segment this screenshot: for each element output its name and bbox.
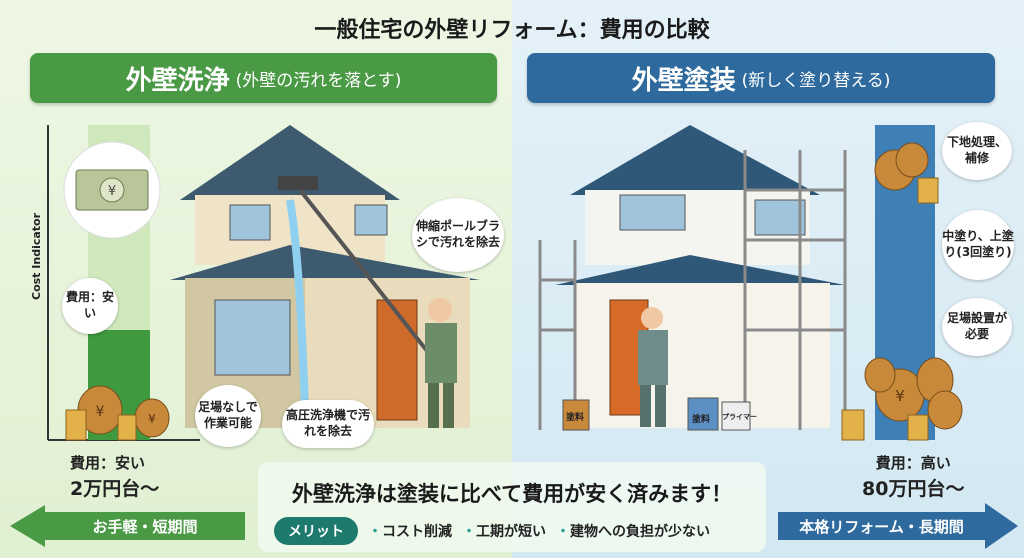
page-title: 一般住宅の外壁リフォーム：費用の比較: [314, 18, 710, 43]
callout-pressure-washer: 高圧洗浄機で汚れを除去: [282, 400, 374, 448]
merit-item: 工期が短い: [476, 524, 546, 540]
high-cost-value: 80万円台〜: [862, 477, 965, 500]
svg-text:¥: ¥: [108, 184, 116, 199]
low-cost-summary: 費用：安い 2万円台〜: [70, 452, 159, 503]
primer-can-label: プライマー: [722, 413, 757, 421]
wash-subtitle: (外壁の汚れを落とす): [235, 70, 402, 91]
cost-bubble-low: 費用：安い: [62, 278, 118, 334]
cost-axis-label: Cost Indicator: [30, 212, 43, 300]
high-cost-label: 費用：高い: [875, 454, 951, 472]
low-cost-value: 2万円台〜: [70, 477, 160, 500]
svg-text:¥: ¥: [148, 412, 156, 426]
paint-title: 外壁塗装: [631, 65, 736, 96]
merit-tag: メリット: [274, 517, 358, 545]
money-bags-icon: ¥ ¥: [65, 385, 170, 441]
summary-panel: 外壁洗浄は塗装に比べて費用が安く済みます！ メリット ・コスト削減 ・工期が短い…: [258, 462, 766, 552]
paint-banner: 外壁塗装 (新しく塗り替える): [527, 53, 995, 103]
wash-banner: 外壁洗浄 (外壁の汚れを落とす): [30, 53, 497, 103]
scaffolding: [538, 150, 847, 430]
svg-text:¥: ¥: [96, 404, 105, 420]
money-bags-stack-icon: ¥: [841, 142, 963, 441]
wash-title: 外壁洗浄: [125, 65, 230, 96]
merit-row: メリット ・コスト削減 ・工期が短い ・建物への負担が少ない: [274, 517, 710, 545]
paint-subtitle: (新しく塗り替える): [741, 70, 891, 91]
paint-can-label: 塗料: [566, 413, 585, 423]
callout-scaffold-needed: 足場設置が必要: [942, 298, 1012, 356]
right-arrow: [778, 503, 1018, 549]
svg-text:¥: ¥: [895, 387, 905, 405]
low-cost-label: 費用：安い: [70, 454, 146, 472]
left-arrow-label: お手軽・短期間: [92, 517, 198, 536]
callout-coats: 中塗り、上塗り(3回塗り): [942, 210, 1014, 280]
washed-house: [170, 125, 480, 428]
summary-headline: 外壁洗浄は塗装に比べて費用が安く済みます！: [291, 482, 733, 506]
high-cost-summary: 費用：高い 80万円台〜: [862, 452, 964, 503]
callout-pole-brush: 伸縮ポールブラシで汚れを除去: [412, 198, 504, 272]
painted-house: [538, 125, 847, 431]
right-arrow-label: 本格リフォーム・長期間: [799, 517, 964, 536]
merit-item: 建物への負担が少ない: [570, 524, 710, 540]
merit-item: コスト削減: [382, 524, 452, 540]
paint-can-label-2: 塗料: [692, 415, 711, 425]
callout-no-scaffold: 足場なしで作業可能: [195, 385, 261, 447]
callout-base-prep: 下地処理、補修: [942, 122, 1012, 180]
left-arrow: [10, 505, 245, 547]
